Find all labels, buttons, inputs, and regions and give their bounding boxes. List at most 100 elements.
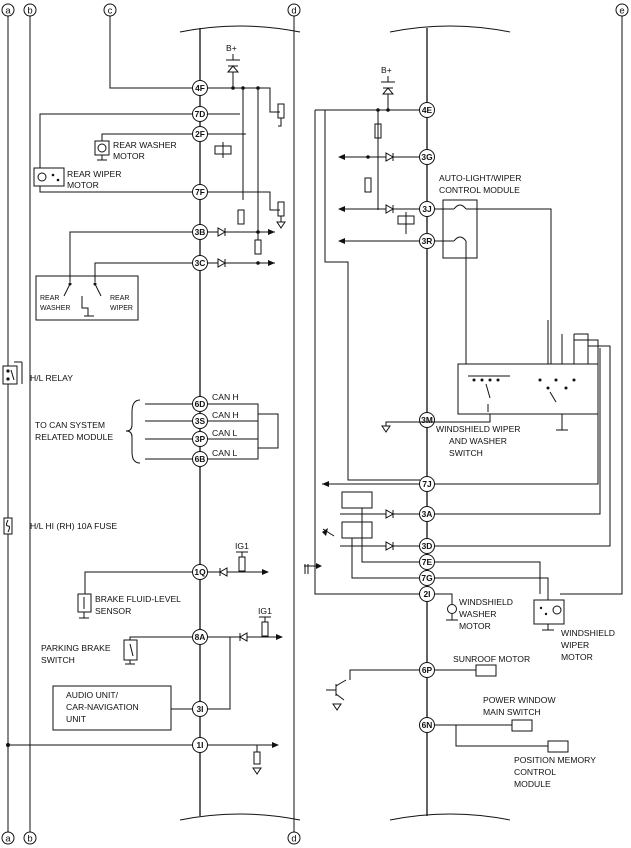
- right-module-lower-wiring: [304, 481, 549, 606]
- svg-text:MOTOR: MOTOR: [67, 180, 99, 190]
- svg-text:UNIT: UNIT: [66, 714, 87, 724]
- pin-3g: 3G: [419, 149, 435, 165]
- connector-ref-d: d d: [287, 3, 301, 845]
- windshield-wiper-motor: WINDSHIELD WIPER MOTOR: [533, 599, 615, 662]
- pin-7g: 7G: [419, 570, 435, 586]
- svg-text:3J: 3J: [422, 204, 432, 214]
- svg-text:1I: 1I: [197, 740, 204, 750]
- pin-6b: 6B: [192, 451, 208, 467]
- pin-1i-wiring: [6, 742, 279, 775]
- can-l-2: CAN L: [212, 448, 238, 458]
- svg-text:POWER WINDOW: POWER WINDOW: [483, 695, 556, 705]
- svg-text:WIPER: WIPER: [561, 640, 589, 650]
- svg-text:a: a: [5, 834, 11, 845]
- svg-text:7E: 7E: [422, 557, 433, 567]
- pin-4f: 4F: [192, 80, 208, 96]
- pin-6d: 6D: [192, 396, 208, 412]
- svg-text:WIPER: WIPER: [110, 305, 133, 312]
- svg-text:MOTOR: MOTOR: [561, 652, 593, 662]
- pin-3d: 3D: [419, 538, 435, 554]
- can-h-2: CAN H: [212, 410, 239, 420]
- bplus-right: B+: [381, 65, 392, 75]
- rear-washer-motor: REAR WASHER MOTOR: [94, 133, 193, 161]
- pin-3p: 3P: [192, 431, 208, 447]
- svg-text:d: d: [291, 6, 296, 17]
- audio-unit-car-navigation: AUDIO UNIT/ CAR-NAVIGATION UNIT: [52, 685, 193, 731]
- hl-hi-fuse: H/L HI (RH) 10A FUSE: [3, 517, 117, 535]
- svg-text:PARKING BRAKE: PARKING BRAKE: [41, 643, 111, 653]
- svg-text:3D: 3D: [422, 541, 433, 551]
- svg-text:b: b: [27, 834, 32, 845]
- bplus-left: B+: [226, 43, 237, 53]
- sunroof-motor: SUNROOF MOTOR: [434, 654, 530, 677]
- connector-ref-a: a a: [1, 3, 15, 845]
- svg-text:SWITCH: SWITCH: [449, 448, 483, 458]
- svg-text:3B: 3B: [195, 227, 206, 237]
- svg-text:3A: 3A: [422, 509, 433, 519]
- power-window-main-switch: POWER WINDOW MAIN SWITCH: [434, 695, 556, 732]
- svg-text:RELATED MODULE: RELATED MODULE: [35, 432, 113, 442]
- pin-3c: 3C: [192, 255, 208, 271]
- svg-text:3G: 3G: [421, 152, 432, 162]
- pin-3i: 3I: [192, 701, 208, 717]
- svg-text:IG1: IG1: [235, 541, 249, 551]
- svg-text:3S: 3S: [195, 416, 206, 426]
- svg-text:6P: 6P: [422, 665, 433, 675]
- svg-text:c: c: [108, 6, 113, 17]
- pin-6n: 6N: [419, 717, 435, 733]
- position-memory-control-module: POSITION MEMORY CONTROL MODULE: [455, 725, 596, 789]
- pin-1q: 1Q: [192, 564, 208, 580]
- svg-text:7F: 7F: [195, 187, 205, 197]
- pin-3r: 3R: [419, 233, 435, 249]
- pin-7d: 7D: [192, 106, 208, 122]
- svg-text:MOTOR: MOTOR: [113, 151, 145, 161]
- can-h-1: CAN H: [212, 392, 239, 402]
- svg-text:7G: 7G: [421, 573, 432, 583]
- rear-wiper-motor: REAR WIPER MOTOR: [33, 113, 193, 193]
- svg-text:MOTOR: MOTOR: [459, 621, 491, 631]
- svg-text:6N: 6N: [422, 720, 433, 730]
- svg-text:SENSOR: SENSOR: [95, 606, 131, 616]
- svg-text:IG1: IG1: [258, 606, 272, 616]
- svg-text:AUTO-LIGHT/WIPER: AUTO-LIGHT/WIPER: [439, 173, 521, 183]
- hl-relay: H/L RELAY: [2, 361, 73, 385]
- svg-text:SUNROOF MOTOR: SUNROOF MOTOR: [453, 654, 530, 664]
- svg-text:WINDSHIELD: WINDSHIELD: [459, 597, 513, 607]
- svg-text:REAR WIPER: REAR WIPER: [67, 169, 121, 179]
- pin-2f: 2F: [192, 126, 208, 142]
- svg-text:WASHER: WASHER: [40, 305, 70, 312]
- svg-text:AND WASHER: AND WASHER: [449, 436, 507, 446]
- svg-text:WASHER: WASHER: [459, 609, 496, 619]
- transistor-output: [326, 669, 420, 711]
- pin-3m: 3M: [419, 412, 435, 428]
- svg-text:d: d: [291, 834, 296, 845]
- svg-text:6B: 6B: [195, 454, 206, 464]
- pin-7f: 7F: [192, 184, 208, 200]
- connector-ref-b: b b: [23, 3, 37, 845]
- pin-3j: 3J: [419, 201, 435, 217]
- svg-text:CONTROL MODULE: CONTROL MODULE: [439, 185, 520, 195]
- auto-light-wiper-control-module: AUTO-LIGHT/WIPER CONTROL MODULE: [434, 173, 552, 380]
- svg-text:TO CAN SYSTEM: TO CAN SYSTEM: [35, 420, 105, 430]
- brake-fluid-level-sensor: BRAKE FLUID-LEVEL SENSOR IG1: [77, 541, 269, 619]
- pin-7j: 7J: [419, 476, 435, 492]
- pin-3s: 3S: [192, 413, 208, 429]
- connector-ref-e: e: [560, 3, 629, 595]
- svg-text:REAR: REAR: [40, 295, 59, 302]
- svg-text:REAR WASHER: REAR WASHER: [113, 140, 177, 150]
- svg-text:3I: 3I: [197, 704, 204, 714]
- svg-text:MAIN SWITCH: MAIN SWITCH: [483, 707, 541, 717]
- svg-text:6D: 6D: [195, 399, 206, 409]
- svg-text:AUDIO UNIT/: AUDIO UNIT/: [66, 690, 119, 700]
- svg-text:WINDSHIELD WIPER: WINDSHIELD WIPER: [436, 424, 521, 434]
- pin-8a: 8A: [192, 629, 208, 645]
- rear-washer-wiper-switch: REAR WASHER REAR WIPER: [35, 231, 193, 321]
- connector-ref-c: c: [103, 3, 193, 89]
- pin-3a: 3A: [419, 506, 435, 522]
- svg-text:2F: 2F: [195, 129, 205, 139]
- switch-contacts-right: [538, 378, 576, 403]
- svg-text:MODULE: MODULE: [514, 779, 551, 789]
- svg-text:3M: 3M: [421, 415, 433, 425]
- svg-text:8A: 8A: [195, 632, 206, 642]
- svg-text:1Q: 1Q: [194, 567, 206, 577]
